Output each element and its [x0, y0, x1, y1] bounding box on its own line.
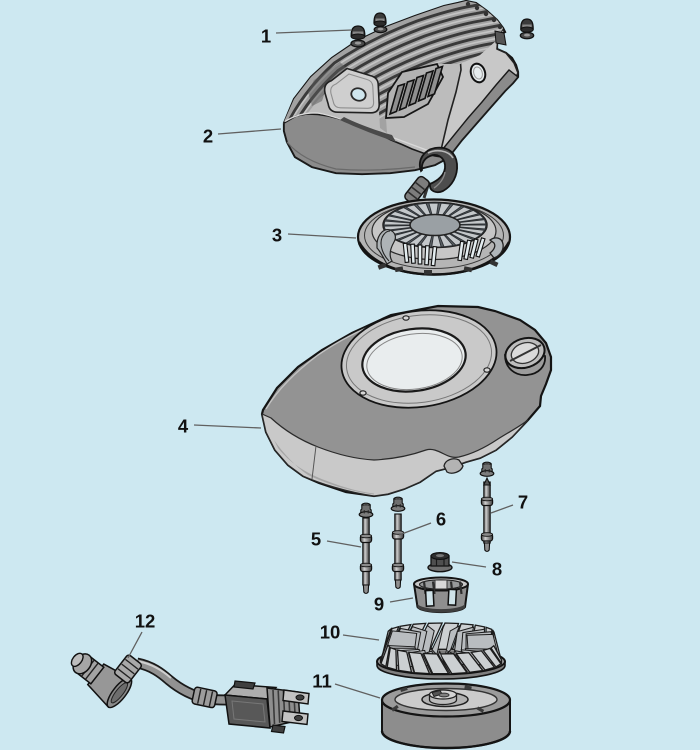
svg-text:11: 11 — [312, 671, 332, 692]
svg-text:4: 4 — [178, 416, 189, 437]
svg-text:8: 8 — [492, 559, 502, 580]
svg-text:2: 2 — [203, 126, 213, 147]
svg-text:10: 10 — [320, 622, 341, 643]
svg-text:7: 7 — [518, 492, 528, 513]
svg-text:1: 1 — [261, 26, 271, 47]
svg-text:12: 12 — [135, 611, 156, 632]
svg-text:6: 6 — [436, 509, 446, 530]
svg-text:9: 9 — [374, 594, 384, 615]
svg-text:3: 3 — [272, 225, 282, 246]
svg-text:5: 5 — [311, 529, 321, 550]
